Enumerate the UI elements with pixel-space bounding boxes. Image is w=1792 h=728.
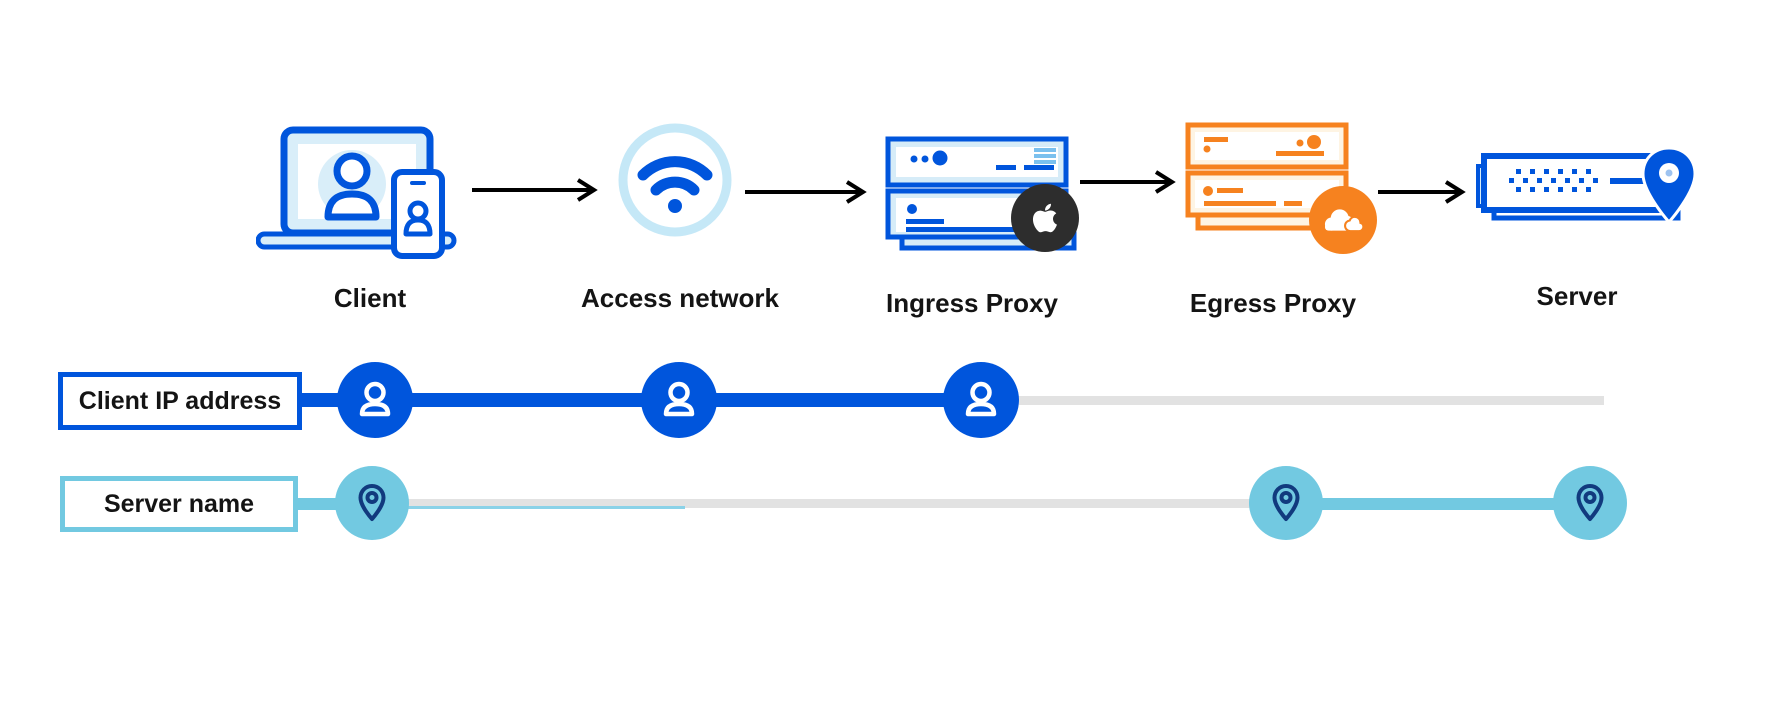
flow-label-ingress-proxy: Ingress Proxy (886, 288, 1058, 318)
client-ip-address-label-box: Client IP address (58, 372, 302, 430)
flow-label-egress-proxy: Egress Proxy (1189, 288, 1357, 318)
location-pin-icon (1576, 484, 1604, 521)
cloudflare-cloud-icon (1324, 209, 1365, 233)
flow-label-access-network: Access network (581, 283, 779, 313)
location-pin-icon (1641, 148, 1697, 225)
arrow-right-icon (472, 178, 598, 202)
server-dot-grid (1509, 169, 1598, 192)
user-marker-access-network (641, 362, 717, 438)
server-name-label-box: Server name (60, 476, 298, 532)
server-rack-orange-icon (1185, 122, 1349, 231)
apple-icon (1032, 203, 1058, 233)
laptop-phone-user-icon (256, 126, 457, 259)
pin-marker-egress-proxy (1249, 466, 1323, 540)
location-pin-icon (358, 484, 386, 521)
apple-logo (1011, 184, 1079, 252)
pin-marker-server (1553, 466, 1627, 540)
user-icon (359, 381, 391, 417)
flow-label-server: Server (1536, 281, 1618, 311)
arrow-right-icon (1080, 170, 1176, 194)
cloudflare-logo (1309, 186, 1377, 254)
location-pin-icon (1272, 484, 1300, 521)
wifi-icon (618, 123, 732, 237)
client-ip-track-inactive (1019, 396, 1604, 405)
server-name-label: Server name (103, 489, 255, 518)
arrow-right-icon (745, 180, 867, 204)
server-name-track-inactive (405, 499, 1250, 508)
user-marker-ingress-proxy (943, 362, 1019, 438)
user-icon (663, 381, 695, 417)
user-icon (965, 381, 997, 417)
client-ip-address-label: Client IP address (78, 386, 282, 415)
server-name-track-active (1282, 498, 1594, 510)
server-location-icon (1476, 148, 1697, 225)
arrow-right-icon (1378, 180, 1466, 204)
server-name-track-underline (405, 506, 685, 509)
pin-marker-client (335, 466, 409, 540)
flow-label-client: Client (333, 283, 407, 313)
user-marker-client (337, 362, 413, 438)
